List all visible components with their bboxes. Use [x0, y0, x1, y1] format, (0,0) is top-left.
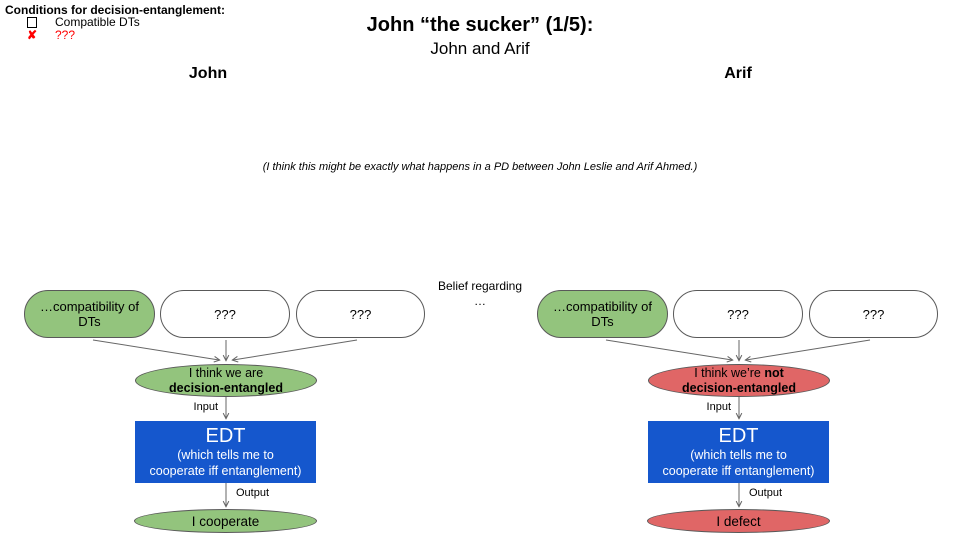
input-label: Input	[706, 401, 731, 413]
action-oval: I defect	[647, 509, 830, 533]
factor-pill-compatibility: …compatibility of DTs	[24, 290, 155, 338]
decision-theory-sub-2: cooperate iff entanglement)	[149, 463, 302, 478]
column-header-john: John	[188, 65, 228, 82]
legend: Conditions for decision-entanglement:	[5, 3, 225, 17]
belief-regarding-ellipsis: …	[474, 294, 486, 308]
belief-line-2: decision-entangled	[169, 380, 283, 395]
red-cross-icon: ✘	[27, 28, 38, 42]
column-header-arif: Arif	[724, 65, 752, 82]
decision-theory-box: EDT (which tells me to cooperate iff ent…	[648, 421, 829, 483]
factor-pill-unknown-1: ???	[673, 290, 803, 338]
decision-theory-sub-1: (which tells me to	[690, 448, 787, 462]
factor-pill-compatibility: …compatibility of DTs	[537, 290, 668, 338]
decision-theory-name: EDT	[205, 425, 246, 447]
diagram-john: …compatibility of DTs ??? ??? I think we…	[24, 290, 425, 533]
legend-title: Conditions for decision-entanglement:	[5, 3, 226, 17]
factor-pill-unknown-1: ???	[160, 290, 290, 338]
output-label: Output	[236, 487, 270, 499]
input-label: Input	[193, 401, 218, 413]
diagram-arif: …compatibility of DTs ??? ??? I think we…	[513, 0, 960, 540]
belief-line-2: decision-entangled	[682, 380, 796, 395]
checkbox-icon	[27, 15, 45, 33]
factor-pill-unknown-2: ???	[809, 290, 938, 338]
factor-pill-unknown-2: ???	[296, 290, 425, 338]
decision-theory-name: EDT	[718, 425, 759, 447]
decision-theory-sub-1: (which tells me to	[177, 448, 274, 462]
belief-regarding-text: Belief regarding	[437, 279, 523, 293]
decision-theory-box: EDT (which tells me to cooperate iff ent…	[135, 421, 316, 483]
belief-oval: I think we are decision-entangled	[135, 364, 317, 397]
legend-item-label: ???	[55, 28, 76, 42]
belief-line-1: I think we’re not	[694, 365, 784, 380]
slide-title: John “the sucker” (1/5):	[366, 14, 594, 36]
decision-theory-sub-2: cooperate iff entanglement)	[662, 463, 815, 478]
output-label: Output	[749, 487, 783, 499]
belief-regarding-label: Belief regarding …	[410, 279, 550, 309]
belief-line-1: I think we are	[188, 365, 264, 380]
legend-item-compatible-dts: Compatible DTs	[27, 15, 140, 33]
slide-subtitle: John and Arif	[430, 39, 530, 58]
parenthetical-note: (I think this might be exactly what happ…	[262, 161, 698, 173]
belief-oval: I think we’re not decision-entangled	[648, 364, 830, 397]
action-oval: I cooperate	[134, 509, 317, 533]
legend-item-unknown-condition: ✘ ???	[27, 28, 75, 42]
legend-item-label: Compatible DTs	[55, 15, 140, 29]
